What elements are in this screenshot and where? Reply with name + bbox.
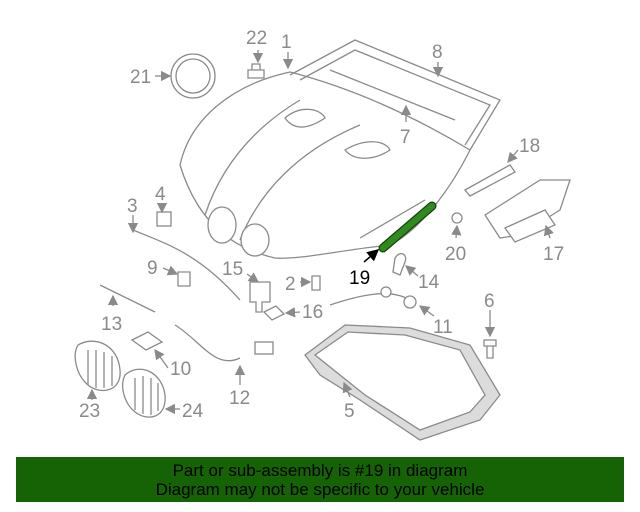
callout-10[interactable]: 10 bbox=[170, 359, 191, 380]
cable-clip-part[interactable] bbox=[177, 271, 191, 287]
callout-11[interactable]: 11 bbox=[433, 317, 453, 338]
banner-line-2: Diagram may not be specific to your vehi… bbox=[155, 480, 485, 499]
info-banner: Part or sub-assembly is #19 in diagram D… bbox=[16, 457, 624, 502]
leader-19 bbox=[363, 249, 380, 263]
striker-part[interactable] bbox=[262, 305, 286, 321]
push-pin-part[interactable] bbox=[483, 339, 497, 359]
rod-part[interactable] bbox=[99, 284, 156, 313]
gas-strut-part-19[interactable] bbox=[359, 199, 437, 253]
bolt-part[interactable] bbox=[451, 212, 463, 224]
hinge-part[interactable] bbox=[484, 179, 571, 243]
parts-diagram: 1 22 21 8 7 18 3 4 9 15 2 16 19 14 20 17… bbox=[74, 28, 571, 441]
callout-22[interactable]: 22 bbox=[246, 28, 267, 49]
underbody-shield-part[interactable] bbox=[304, 324, 501, 441]
hood-part[interactable] bbox=[179, 71, 471, 259]
callout-1[interactable]: 1 bbox=[281, 32, 292, 53]
callout-2[interactable]: 2 bbox=[285, 274, 296, 295]
leader-lines bbox=[86, 50, 554, 415]
callout-9[interactable]: 9 bbox=[147, 258, 158, 279]
release-cable-part[interactable] bbox=[132, 229, 241, 301]
cable-part[interactable] bbox=[329, 293, 411, 306]
lock-part[interactable] bbox=[249, 281, 271, 313]
callout-23[interactable]: 23 bbox=[79, 401, 100, 422]
callout-13[interactable]: 13 bbox=[101, 314, 122, 335]
callout-3[interactable]: 3 bbox=[127, 196, 138, 217]
callout-16[interactable]: 16 bbox=[302, 302, 323, 323]
callout-20[interactable]: 20 bbox=[445, 244, 466, 265]
callout-19[interactable]: 19 bbox=[349, 268, 370, 289]
callout-24[interactable]: 24 bbox=[182, 401, 204, 422]
clip-part[interactable] bbox=[247, 63, 265, 79]
lower-cable-part[interactable] bbox=[174, 324, 241, 362]
callout-15[interactable]: 15 bbox=[222, 259, 243, 280]
strut-bracket-part[interactable] bbox=[392, 253, 407, 276]
callout-5[interactable]: 5 bbox=[344, 401, 355, 422]
bracket-part[interactable] bbox=[463, 164, 516, 197]
callout-17[interactable]: 17 bbox=[543, 244, 564, 265]
grille-right-part[interactable] bbox=[122, 368, 166, 418]
buffer-part[interactable] bbox=[311, 275, 321, 291]
callout-12[interactable]: 12 bbox=[229, 388, 250, 409]
banner-line-1: Part or sub-assembly is #19 in diagram bbox=[172, 461, 468, 480]
callout-18[interactable]: 18 bbox=[519, 136, 540, 157]
callout-7[interactable]: 7 bbox=[400, 127, 411, 148]
callout-8[interactable]: 8 bbox=[432, 42, 443, 63]
disk-part[interactable] bbox=[170, 53, 216, 99]
callout-14[interactable]: 14 bbox=[418, 272, 440, 293]
callout-6[interactable]: 6 bbox=[484, 291, 495, 312]
handle-part[interactable] bbox=[156, 211, 172, 227]
lock-clip-part[interactable] bbox=[130, 331, 164, 351]
hood-seal-part[interactable] bbox=[289, 39, 501, 151]
callout-4[interactable]: 4 bbox=[155, 184, 166, 205]
grille-left-part[interactable] bbox=[74, 340, 121, 392]
callout-21[interactable]: 21 bbox=[130, 67, 151, 88]
